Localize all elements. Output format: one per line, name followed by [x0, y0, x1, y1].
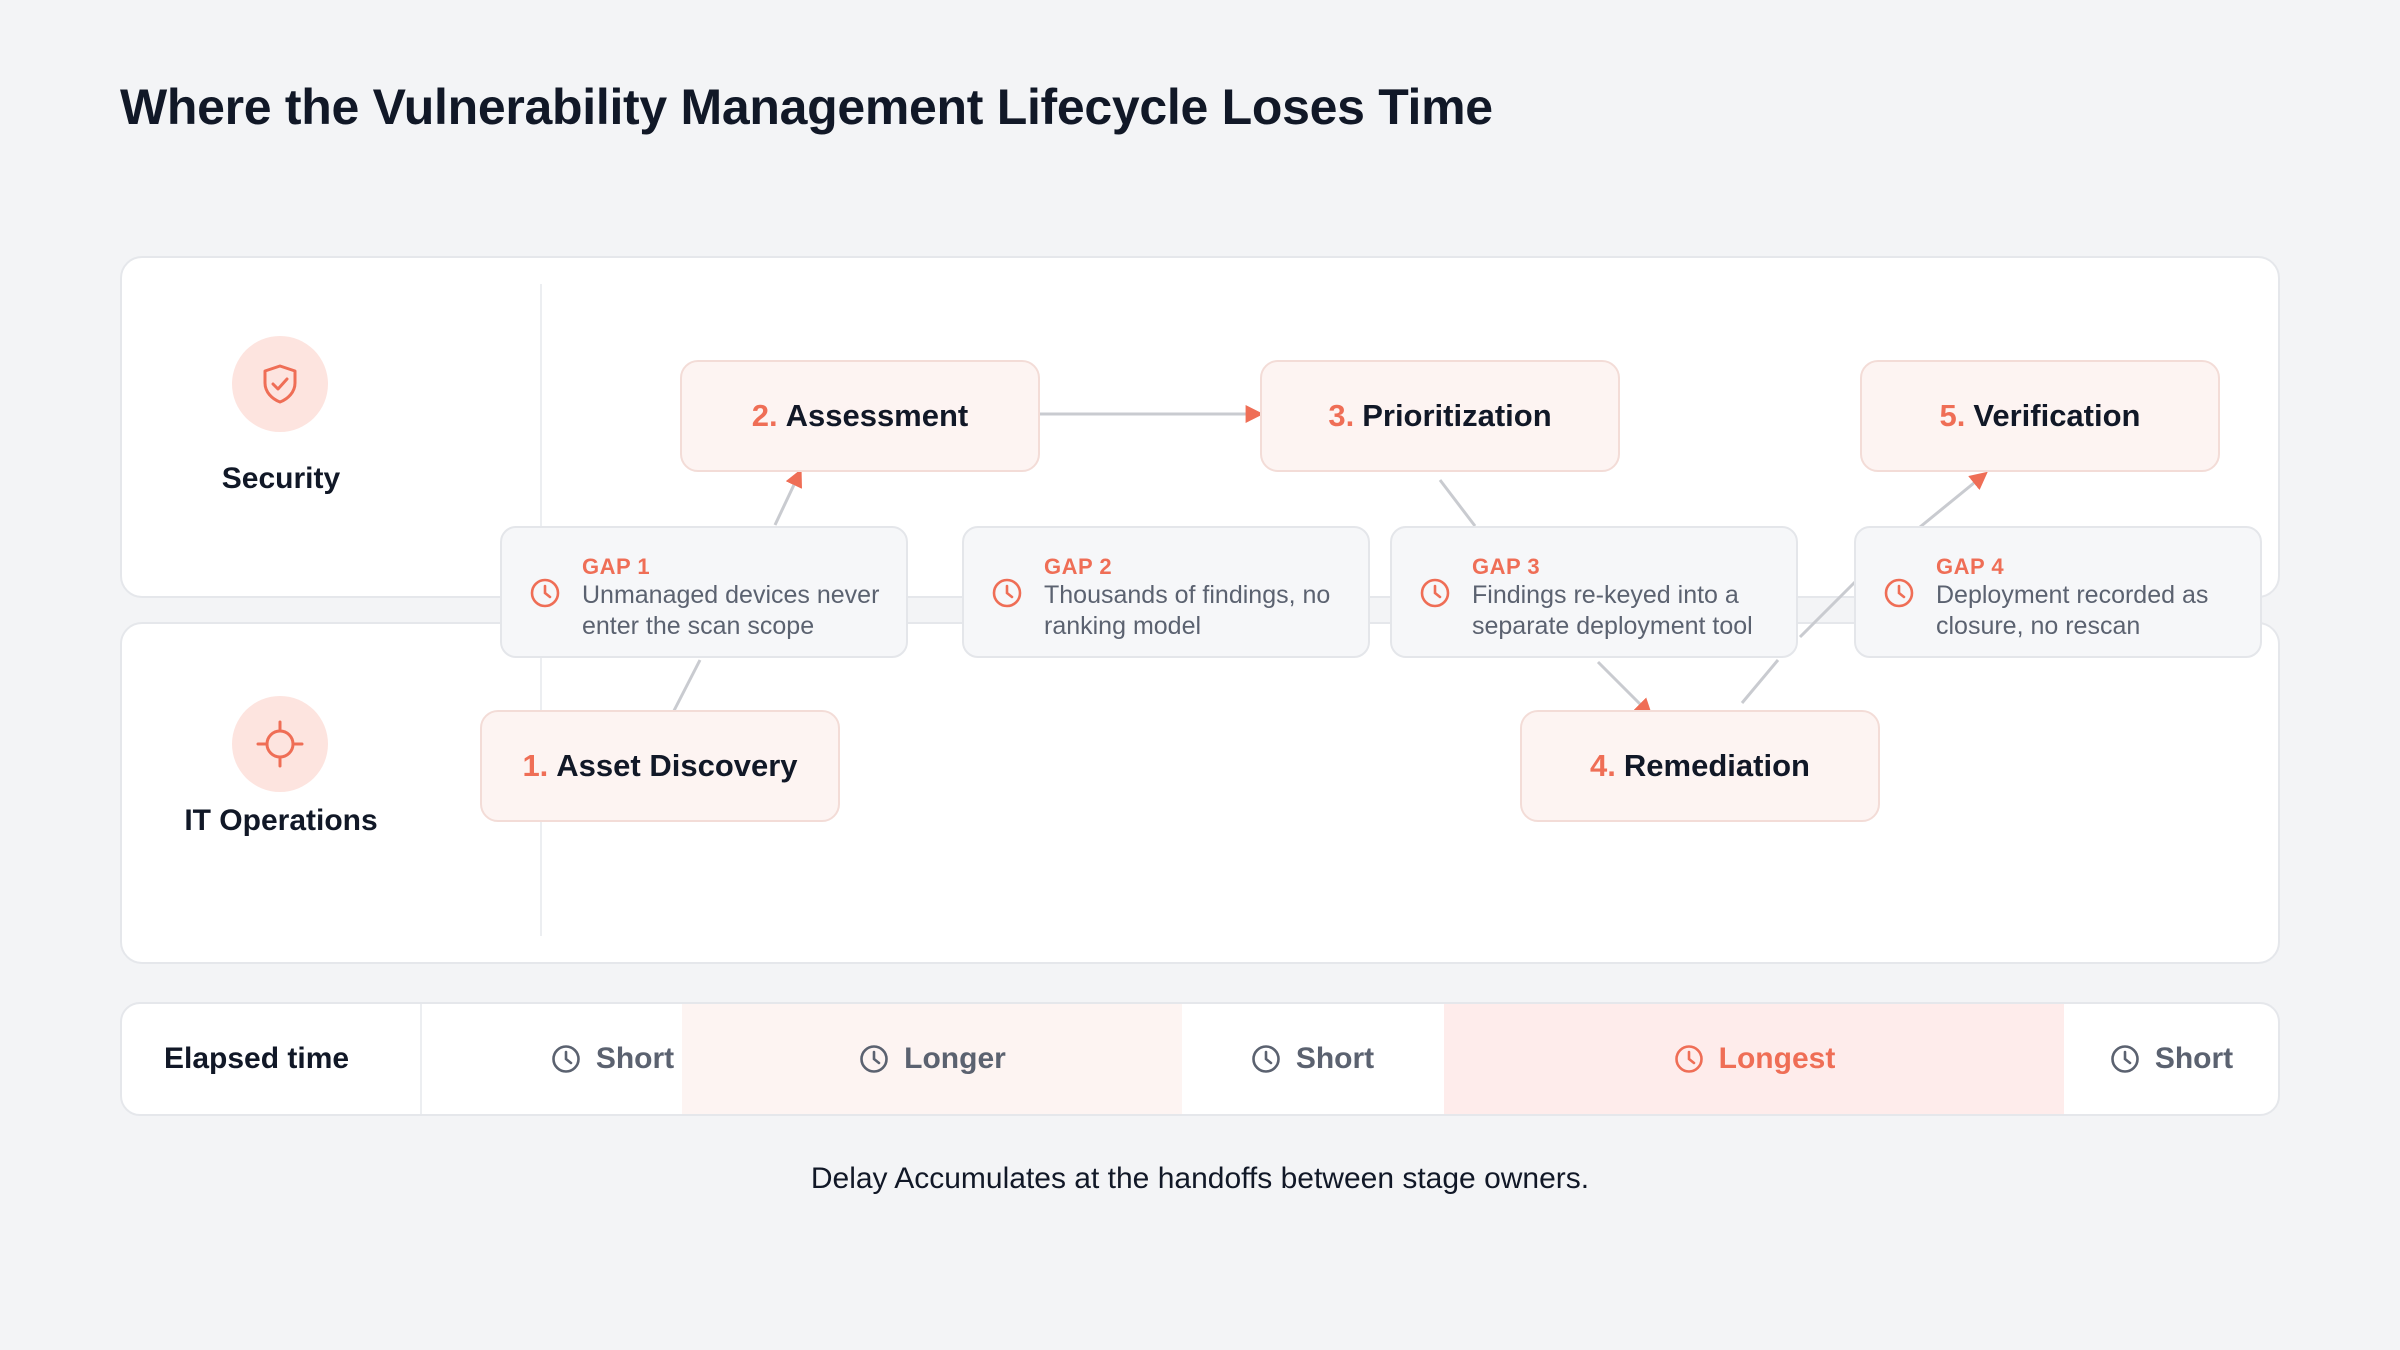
shield-check-icon	[232, 336, 328, 432]
elapsed-segment-1: Short	[422, 1004, 802, 1114]
stage-verification: 5.Verification	[1860, 360, 2220, 472]
elapsed-segment-2: Longer	[682, 1004, 1182, 1114]
clock-icon	[1252, 1045, 1280, 1073]
stage-remediation: 4.Remediation	[1520, 710, 1880, 822]
clock-icon	[1674, 1045, 1703, 1073]
gap-description: Deployment recorded as closure, no resca…	[1936, 581, 2209, 640]
gap-card-1: GAP 1 Unmanaged devices never enter the …	[500, 526, 908, 658]
clock-icon	[552, 1045, 580, 1073]
connector-remediation-to-verification-arrow	[1919, 471, 1988, 529]
stage-label: Assessment	[785, 398, 969, 433]
stage-label: Remediation	[1623, 748, 1810, 783]
stage-assessment: 2.Assessment	[680, 360, 1040, 472]
clock-icon	[860, 1045, 888, 1073]
stage-number: 1.	[522, 748, 549, 783]
gap-title: GAP 1	[582, 554, 651, 579]
elapsed-segment-label: Short	[2154, 1042, 2234, 1075]
lane-divider	[540, 284, 542, 570]
stage-asset-discovery: 1.Asset Discovery	[480, 710, 840, 822]
stage-number: 5.	[1939, 398, 1966, 433]
stage-number: 2.	[751, 398, 778, 433]
gap-description: Thousands of findings, no ranking model	[1044, 581, 1331, 640]
elapsed-segment-3: Short	[1182, 1004, 1442, 1114]
flow-connectors	[660, 405, 1988, 735]
connector-discovery-to-assessment-arrow	[773, 468, 802, 526]
clock-icon	[530, 578, 560, 608]
elapsed-segment-label: Longest	[1718, 1042, 1836, 1075]
clock-icon	[992, 578, 1022, 608]
crosshair-icon	[232, 696, 328, 792]
connector-prioritization-to-remediation-arrow	[1596, 660, 1653, 717]
stage-label: Verification	[1973, 398, 2141, 433]
elapsed-time-label: Elapsed time	[164, 1042, 350, 1075]
gap-title: GAP 3	[1472, 554, 1541, 579]
elapsed-segment-5: Short	[2064, 1004, 2278, 1114]
gap-title: GAP 4	[1936, 554, 2005, 579]
stage-label: Prioritization	[1362, 398, 1552, 433]
stage-prioritization: 3.Prioritization	[1260, 360, 1620, 472]
elapsed-segment-label: Longer	[904, 1042, 1006, 1075]
gap-card-4: GAP 4 Deployment recorded as closure, no…	[1854, 526, 2262, 658]
elapsed-segment-label: Short	[595, 1042, 675, 1075]
gap-description: Findings re-keyed into a separate deploy…	[1472, 581, 1753, 640]
connector-prioritization-to-remediation	[1438, 479, 1477, 527]
stage-number: 4.	[1590, 748, 1616, 783]
elapsed-segment-label: Short	[1295, 1042, 1375, 1075]
connector-remediation-to-verification	[1740, 659, 1780, 704]
clock-icon	[2111, 1045, 2139, 1073]
elapsed-divider	[420, 1004, 422, 1114]
gap-card-2: GAP 2 Thousands of findings, no ranking …	[962, 526, 1370, 658]
clock-icon	[1884, 578, 1914, 608]
gap-card-3: GAP 3 Findings re-keyed into a separate …	[1390, 526, 1798, 658]
connector-remediation-to-verification-lower	[1798, 580, 1857, 639]
page-title: Where the Vulnerability Management Lifec…	[120, 79, 1493, 135]
stage-label: Asset Discovery	[556, 748, 798, 783]
clock-icon	[1420, 578, 1450, 608]
footnote: Delay Accumulates at the handoffs betwee…	[810, 1162, 1590, 1195]
stage-number: 3.	[1328, 398, 1355, 433]
elapsed-segment-4: Longest	[1444, 1004, 2064, 1114]
elapsed-time-bar: Elapsed time Short Longer Short Longest	[120, 1002, 2280, 1116]
gap-title: GAP 2	[1044, 554, 1113, 579]
lane-label-security: Security	[221, 462, 341, 495]
lane-label-it-operations: IT Operations	[184, 804, 378, 837]
gap-description: Unmanaged devices never enter the scan s…	[582, 581, 880, 640]
